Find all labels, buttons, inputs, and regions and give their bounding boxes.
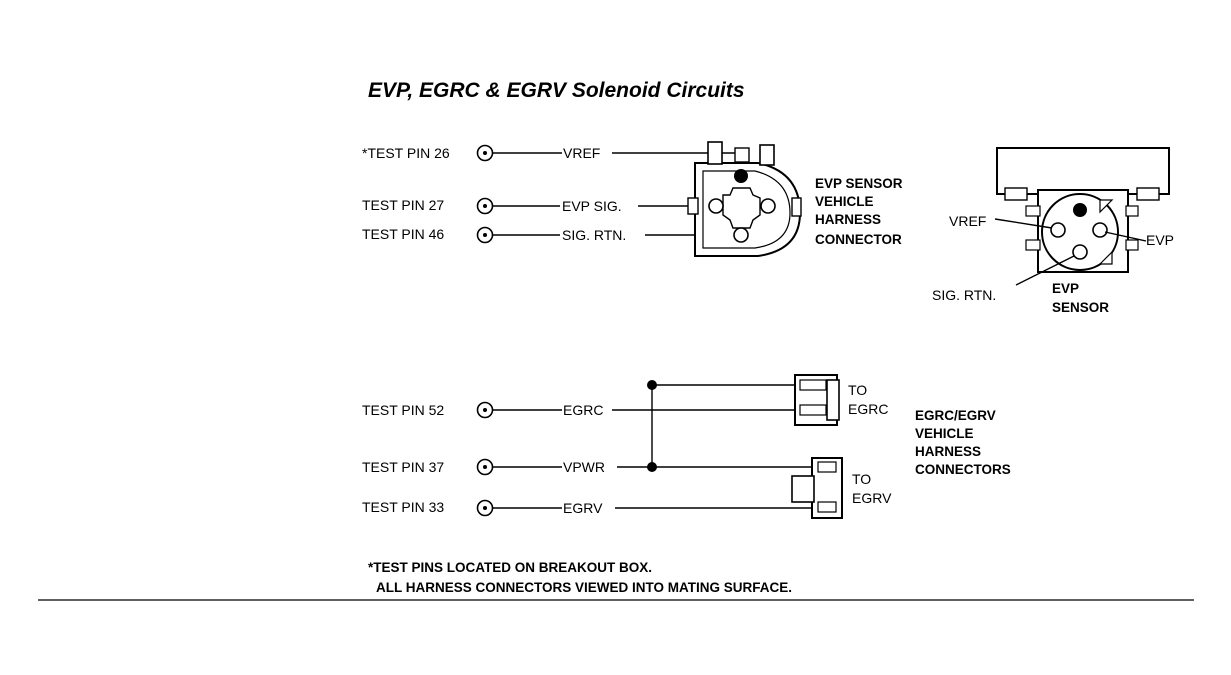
test-pin-37-label: TEST PIN 37 [362,459,444,475]
egr-connectors-label-line-2: VEHICLE [915,426,974,441]
vpwr-signal-label: VPWR [563,459,605,475]
vref-signal-label: VREF [563,145,600,161]
egrc-signal-label: EGRC [563,402,603,418]
sensor-vref-label: VREF [949,213,986,229]
test-pin-46-terminal [476,226,494,244]
egr-circuit: TEST PIN 52 TEST PIN 37 TEST PIN 33 EGRC… [362,380,826,517]
diagram-title: EVP, EGRC & EGRV Solenoid Circuits [368,79,745,102]
junction-dot-top [647,380,657,390]
junction-dot-bottom [647,462,657,472]
to-egrv-line-1: TO [852,471,871,487]
test-pin-27-terminal [476,197,494,215]
evp-connector-label: EVP SENSOR VEHICLE HARNESS CONNECTOR [815,176,903,247]
egr-connectors-label: EGRC/EGRV VEHICLE HARNESS CONNECTORS [915,408,1011,477]
test-pin-27-label: TEST PIN 27 [362,197,444,213]
egr-connectors-label-line-4: CONNECTORS [915,462,1011,477]
egrv-connector [791,457,843,519]
test-pin-26-terminal [476,144,494,162]
to-egrv-line-2: EGRV [852,490,892,506]
egr-connectors-label-line-1: EGRC/EGRV [915,408,996,423]
evp-circuit: *TEST PIN 26 TEST PIN 27 TEST PIN 46 VRE… [362,144,743,244]
test-pin-33-label: TEST PIN 33 [362,499,444,515]
evp-sensor-label-line-2: SENSOR [1052,300,1109,315]
sensor-sig-rtn-label: SIG. RTN. [932,287,996,303]
sig-rtn-pointer [1015,255,1075,286]
evp-sensor-label-line-1: EVP [1052,281,1079,296]
evp-connector-label-line-1: EVP SENSOR [815,176,903,191]
egr-connectors-label-line-3: HARNESS [915,444,981,459]
egrv-signal-label: EGRV [563,500,603,516]
evp-pointer [1104,231,1147,242]
evp-sig-signal-label: EVP SIG. [562,198,622,214]
sig-rtn-signal-label: SIG. RTN. [562,227,626,243]
evp-connector-label-line-2: VEHICLE [815,194,874,209]
evp-harness-connector [687,141,802,257]
evp-sensor-drawing [994,147,1170,286]
footnote-line-1: *TEST PINS LOCATED ON BREAKOUT BOX. [368,560,652,575]
to-egrc-line-2: EGRC [848,401,888,417]
to-egrc-line-1: TO [848,382,867,398]
test-pin-52-label: TEST PIN 52 [362,402,444,418]
footnote-line-2: ALL HARNESS CONNECTORS VIEWED INTO MATIN… [376,580,792,595]
evp-connector-label-line-3: HARNESS [815,212,881,227]
test-pin-46-label: TEST PIN 46 [362,226,444,242]
vref-pointer [994,218,1053,229]
sensor-evp-label: EVP [1146,232,1174,248]
test-pin-52-terminal [476,401,494,419]
egrc-connector [794,374,840,426]
test-pin-37-terminal [476,458,494,476]
test-pin-26-label: *TEST PIN 26 [362,145,450,161]
test-pin-33-terminal [476,499,494,517]
evp-connector-label-line-4: CONNECTOR [815,232,902,247]
